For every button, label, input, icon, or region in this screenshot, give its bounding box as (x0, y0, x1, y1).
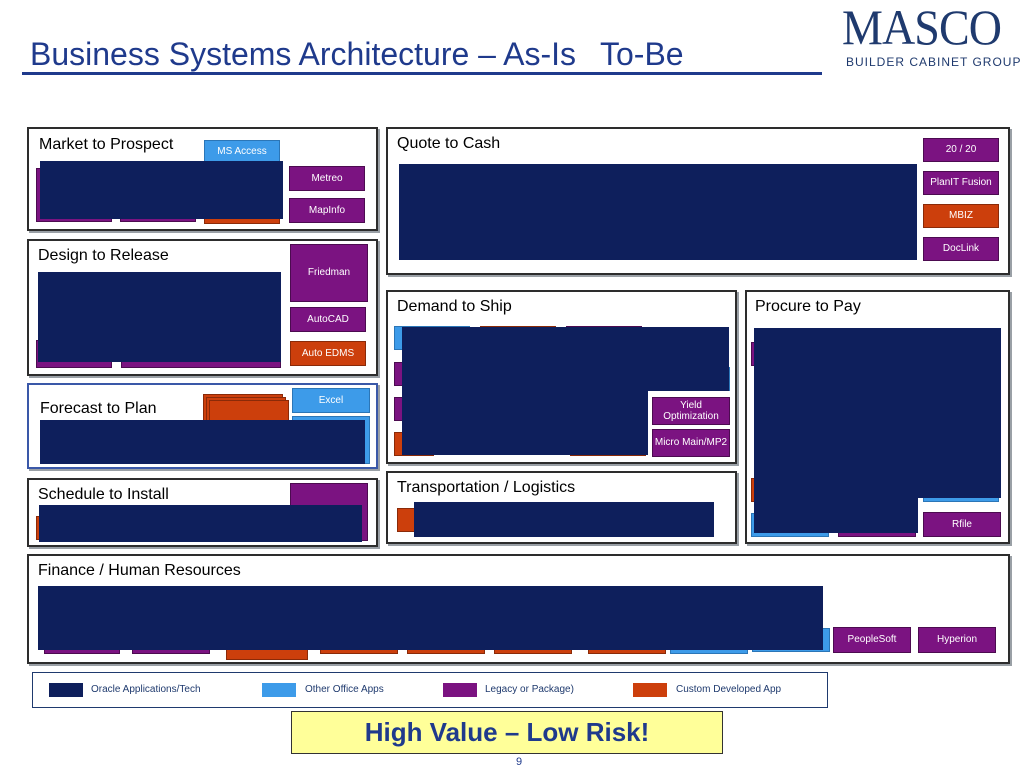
app-rfile: Rfile (923, 512, 1001, 537)
oracle-apps-block-transportation (414, 502, 714, 537)
oracle-apps-block-procure-to-pay-top (754, 328, 1001, 498)
app-mbiz: MBIZ (923, 204, 999, 228)
panel-title-market-to-prospect: Market to Prospect (39, 136, 174, 153)
slide-title: Business Systems Architecture – As-Is (30, 36, 576, 72)
app-auto-edms: Auto EDMS (290, 341, 366, 366)
masco-logo-subtitle: BUILDER CABINET GROUP (846, 55, 1022, 69)
high-value-banner: High Value – Low Risk! (291, 711, 723, 754)
legend-label-custom: Custom Developed App (676, 684, 782, 695)
panel-title-quote-to-cash: Quote to Cash (397, 135, 501, 152)
legend-label-oracle: Oracle Applications/Tech (91, 684, 201, 695)
app-mapinfo: MapInfo (289, 198, 365, 223)
legend-swatch-office (262, 683, 296, 697)
legend-label-office: Other Office Apps (305, 684, 384, 695)
app-doclink: DocLink (923, 237, 999, 261)
app-hyperion: Hyperion (918, 627, 996, 653)
panel-title-procure-to-pay: Procure to Pay (755, 298, 861, 315)
oracle-apps-block-demand-to-ship-top (402, 327, 729, 391)
oracle-apps-block-market-to-prospect (40, 161, 283, 219)
oracle-apps-block-demand-to-ship-bottom (402, 391, 648, 455)
legend-swatch-custom (633, 683, 667, 697)
oracle-apps-block-finance-hr (38, 586, 823, 650)
oracle-apps-block-forecast-to-plan (40, 420, 365, 464)
legend-swatch-oracle (49, 683, 83, 697)
panel-title-finance-hr: Finance / Human Resources (38, 562, 241, 579)
slide-title-overlay: To-Be (600, 36, 684, 72)
app-metreo: Metreo (289, 166, 365, 191)
panel-title-design-to-release: Design to Release (38, 247, 169, 264)
app-yield-optimization: Yield Optimization (652, 397, 730, 425)
page-number: 9 (516, 756, 523, 768)
app-peoplesoft: PeopleSoft (833, 627, 911, 653)
oracle-apps-block-schedule-to-install (39, 505, 362, 542)
oracle-apps-block-procure-to-pay-bottom (754, 495, 918, 533)
legend-label-legacy: Legacy or Package) (485, 684, 574, 695)
masco-logo: MASCO (842, 0, 1002, 55)
oracle-apps-block-design-to-release (38, 272, 281, 362)
app-ms-access: MS Access (204, 140, 280, 164)
app-micro-main-mp2: Micro Main/MP2 (652, 429, 730, 457)
panel-title-transportation-logistics: Transportation / Logistics (397, 479, 576, 496)
app-excel: Excel (292, 388, 370, 413)
app-friedman: Friedman (290, 244, 368, 302)
panel-title-schedule-to-install: Schedule to Install (38, 486, 169, 503)
app-autocad: AutoCAD (290, 307, 366, 332)
oracle-apps-block-quote-to-cash (399, 164, 917, 260)
panel-title-forecast-to-plan: Forecast to Plan (40, 400, 157, 417)
app-planit-fusion: PlanIT Fusion (923, 171, 999, 195)
panel-title-demand-to-ship: Demand to Ship (397, 298, 512, 315)
legend (32, 672, 828, 708)
title-underline (22, 72, 822, 75)
legend-swatch-legacy (443, 683, 477, 697)
app-20-20: 20 / 20 (923, 138, 999, 162)
